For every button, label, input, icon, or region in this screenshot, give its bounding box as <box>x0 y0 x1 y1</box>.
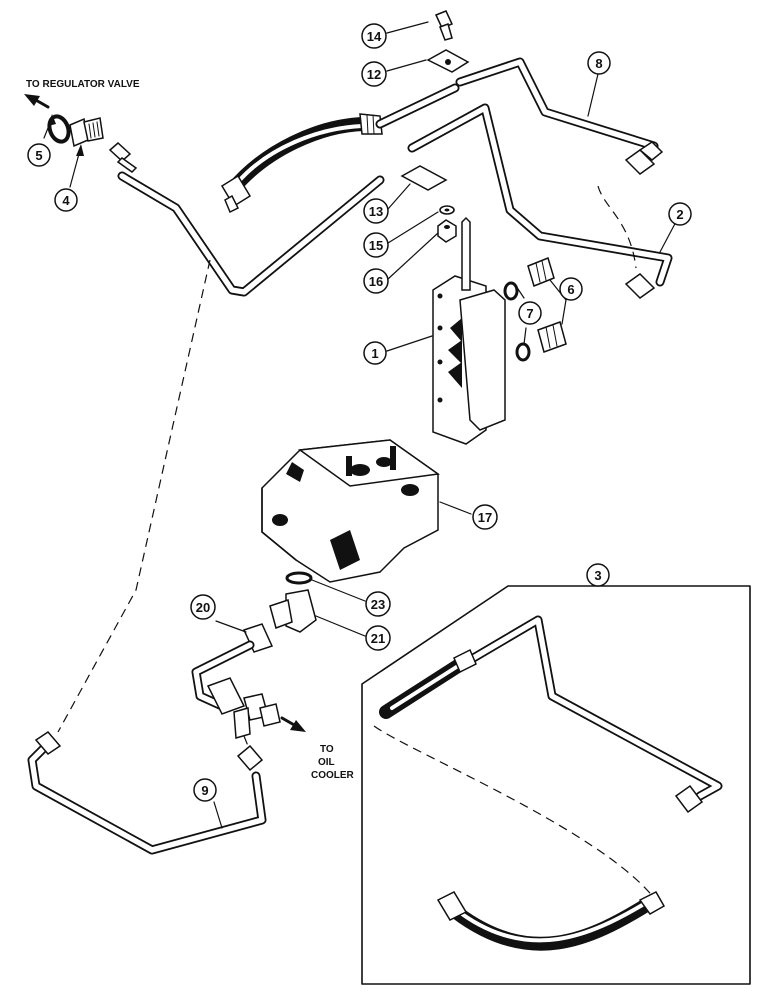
callout-13: 13 <box>363 198 389 224</box>
callout-7: 7 <box>518 301 542 325</box>
fitting-6-upper <box>527 256 555 288</box>
plate-13 <box>400 165 448 191</box>
callout-9: 9 <box>193 778 217 802</box>
o-ring-5 <box>47 114 71 144</box>
line-8 <box>455 57 664 175</box>
svg-text:8: 8 <box>595 56 602 71</box>
svg-text:3: 3 <box>594 568 601 583</box>
svg-text:20: 20 <box>196 600 210 615</box>
line-9 <box>27 731 267 855</box>
kit-leader <box>373 725 655 899</box>
fitting-6-lower <box>537 321 567 353</box>
svg-text:12: 12 <box>367 67 381 82</box>
washer-15 <box>439 205 455 215</box>
line-9-leader <box>57 259 211 733</box>
kit-hose-upper <box>379 648 477 719</box>
hose-outlet-tube <box>375 83 460 129</box>
nut-16 <box>437 219 457 243</box>
line-2 <box>407 103 673 299</box>
svg-text:14: 14 <box>367 29 382 44</box>
tube-to-hose <box>117 171 385 297</box>
leader-lines <box>43 21 679 829</box>
svg-text:4: 4 <box>62 193 70 208</box>
clip-12 <box>426 49 470 73</box>
kit-hose-lower <box>436 891 666 951</box>
o-ring-7-upper <box>503 281 519 301</box>
svg-text:9: 9 <box>201 783 208 798</box>
svg-text:23: 23 <box>371 597 385 612</box>
callout-8: 8 <box>587 51 611 75</box>
callout-17: 17 <box>472 504 498 530</box>
svg-text:5: 5 <box>35 148 42 163</box>
valve-body-1 <box>432 216 506 445</box>
to-oil-cooler-label: TO OIL COOLER <box>311 744 355 781</box>
tee-to-line-9-leader <box>243 735 249 747</box>
callout-21: 21 <box>365 625 391 651</box>
svg-text:13: 13 <box>369 204 383 219</box>
callout-12: 12 <box>361 61 387 87</box>
svg-text:16: 16 <box>369 274 383 289</box>
kit-tube <box>465 615 723 814</box>
line-8-to-2-leader <box>597 185 637 269</box>
svg-text:15: 15 <box>369 238 383 253</box>
callout-14: 14 <box>361 23 387 49</box>
svg-text:1: 1 <box>371 346 378 361</box>
callout-16: 16 <box>363 268 389 294</box>
callout-5: 5 <box>27 143 51 167</box>
o-ring-23 <box>285 571 313 585</box>
svg-text:6: 6 <box>567 282 574 297</box>
tee-fitting-oil-cooler <box>191 640 281 739</box>
svg-text:2: 2 <box>676 207 683 222</box>
bolt-14 <box>434 10 454 41</box>
oil-cooler-arrow-icon <box>280 716 306 732</box>
callout-20: 20 <box>190 594 216 620</box>
fitting-4 <box>69 117 104 148</box>
callout-4: 4 <box>54 188 78 212</box>
valve-assembly-17 <box>261 439 440 583</box>
callout-3: 3 <box>586 563 610 587</box>
to-regulator-valve-label: TO REGULATOR VALVE <box>26 79 140 90</box>
kit-box-3 <box>361 585 751 985</box>
regulator-direction-arrow-icon <box>24 94 50 109</box>
callout-23: 23 <box>365 591 391 617</box>
callout-2: 2 <box>668 202 692 226</box>
callout-6: 6 <box>559 277 583 301</box>
connector-fitting <box>108 141 138 173</box>
callout-1: 1 <box>363 341 387 365</box>
svg-text:7: 7 <box>526 306 533 321</box>
callout-15: 15 <box>363 232 389 258</box>
svg-text:17: 17 <box>478 510 492 525</box>
svg-text:21: 21 <box>371 631 385 646</box>
o-ring-7-lower <box>515 342 531 362</box>
elbow-21 <box>269 589 317 633</box>
hose-top <box>220 113 383 214</box>
